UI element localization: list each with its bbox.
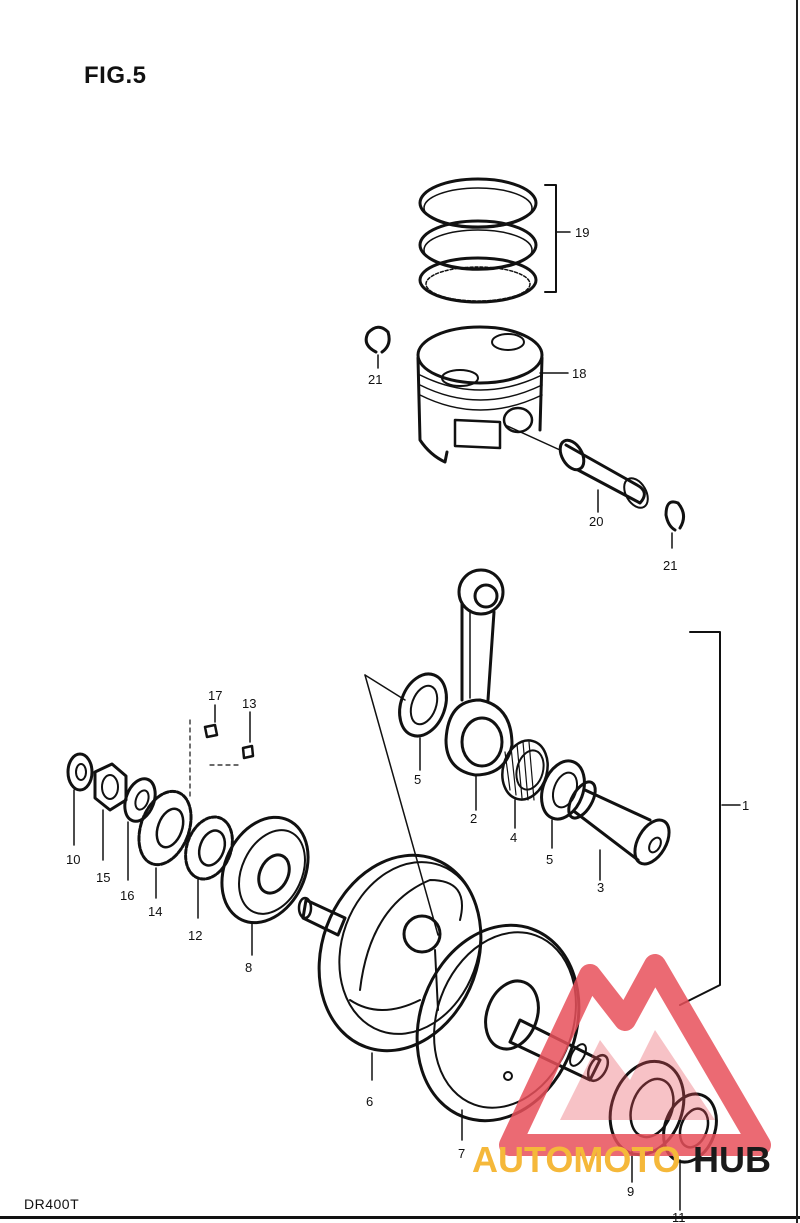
- callout-14: 14: [148, 904, 162, 919]
- bottom-border: [0, 1216, 800, 1219]
- model-code: DR400T: [24, 1196, 80, 1212]
- callout-20: 20: [589, 514, 603, 529]
- watermark-brand-right: HUB: [693, 1139, 771, 1180]
- piston: [416, 325, 569, 464]
- callout-7: 7: [458, 1146, 465, 1161]
- needle-bearing: [501, 739, 549, 829]
- crank-flywheel-left: [317, 853, 483, 1081]
- watermark-logo: AUTOMOTO HUB: [472, 954, 771, 1180]
- callout-12: 12: [188, 928, 202, 943]
- crankshaft-right-end: [508, 1018, 610, 1083]
- crank-pin: [567, 780, 671, 881]
- thrust-washers: [398, 672, 586, 849]
- connecting-rod: [444, 568, 514, 811]
- callout-4: 4: [510, 830, 517, 845]
- woodruff-key: [189, 704, 219, 801]
- watermark-inner-shape: [560, 1030, 715, 1120]
- callout-19: 19: [575, 225, 589, 240]
- callout-6: 6: [366, 1094, 373, 1109]
- nut: [93, 762, 128, 861]
- callout-2: 2: [470, 811, 477, 826]
- leader-diagonal: [364, 674, 439, 936]
- callout-10: 10: [66, 852, 80, 867]
- callout-5-right: 5: [546, 852, 553, 867]
- callout-8: 8: [245, 960, 252, 975]
- timing-gear-small: [184, 815, 234, 919]
- right-border: [796, 0, 798, 1223]
- timing-gear-large: [137, 789, 193, 899]
- callout-15: 15: [96, 870, 110, 885]
- callout-9: 9: [627, 1184, 634, 1199]
- callout-17: 17: [208, 688, 222, 703]
- crankshaft-left-end: [297, 896, 347, 937]
- callout-5-left: 5: [414, 772, 421, 787]
- dowel-pin: [209, 711, 255, 766]
- callout-21-top: 21: [368, 372, 382, 387]
- callout-labels: 19 18 21 20 21 1 17 13 5 2 4 5 3 10 15 1…: [66, 225, 749, 1223]
- lock-washer: [66, 752, 94, 846]
- piston-rings: [418, 177, 571, 304]
- watermark-triangle-icon: [499, 954, 771, 1156]
- circlips: [364, 325, 685, 549]
- callout-21-right: 21: [663, 558, 677, 573]
- figure-title: FIG.5: [84, 62, 147, 89]
- callout-13: 13: [242, 696, 256, 711]
- callout-1: 1: [742, 798, 749, 813]
- callout-16: 16: [120, 888, 134, 903]
- piston-pin: [558, 438, 649, 513]
- callout-3-right: 3: [597, 880, 604, 895]
- callout-18: 18: [572, 366, 586, 381]
- watermark-brand-left: AUTOMOTO: [472, 1139, 681, 1180]
- left-main-bearing: [220, 815, 310, 956]
- crankshaft-assembly-bracket: [679, 631, 741, 1006]
